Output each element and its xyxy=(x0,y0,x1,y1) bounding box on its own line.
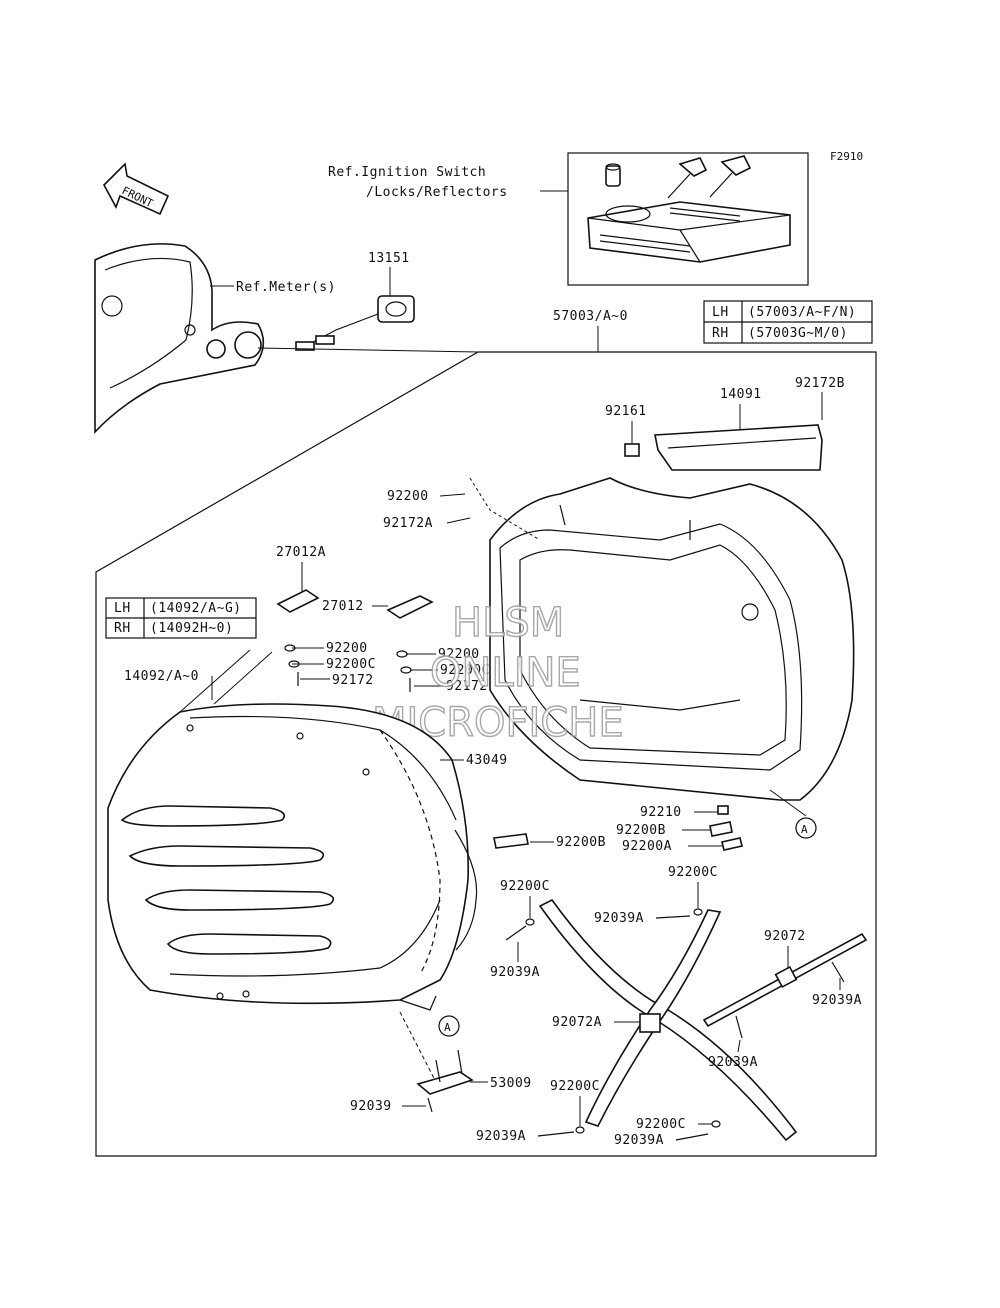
ref-marker-a-right: A xyxy=(795,817,817,839)
front-arrow-icon: FRONT xyxy=(103,162,170,216)
plate-92200B-left xyxy=(493,833,529,849)
part-92039A-5: 92039A xyxy=(476,1129,526,1144)
saddlebag-variant-table: LH (57003/A~F/N) RH (57003G~M/0) xyxy=(703,300,873,344)
nut-92210 xyxy=(717,805,729,815)
part-92200-top: 92200 xyxy=(387,489,429,504)
ref-meter-label: Ref.Meter(s) xyxy=(236,280,336,295)
saddlebag-group-boundary xyxy=(95,351,877,1157)
part-92039A-3: 92039A xyxy=(812,993,862,1008)
saddlebag-body xyxy=(489,477,855,801)
part-92200B-right: 92200B xyxy=(616,823,666,838)
part-92172-a: 92172 xyxy=(332,673,374,688)
plate-92200B-right xyxy=(709,821,733,837)
part-92072A: 92072A xyxy=(552,1015,602,1030)
table1-row2-code: (57003G~M/0) xyxy=(748,326,848,341)
part-53009: 53009 xyxy=(490,1076,532,1091)
part-27012: 27012 xyxy=(322,599,364,614)
seal-43049 xyxy=(454,829,478,951)
key-icon xyxy=(667,157,708,199)
part-92200C-4: 92200C xyxy=(636,1117,686,1132)
part-92039A-4: 92039A xyxy=(708,1055,758,1070)
part-92200-a: 92200 xyxy=(326,641,368,656)
part-27012A: 27012A xyxy=(276,545,326,560)
lock-cylinder-icon xyxy=(605,163,621,187)
part-92039A-2: 92039A xyxy=(594,911,644,926)
part-92200C-b: 92200C xyxy=(440,663,490,678)
table2-row2-code: (14092H~0) xyxy=(150,621,233,636)
key-icon-2 xyxy=(709,155,752,198)
part-92161: 92161 xyxy=(605,404,647,419)
part-92210: 92210 xyxy=(640,805,682,820)
part-14092: 14092/A~0 xyxy=(124,669,199,684)
clip-92161 xyxy=(624,443,640,457)
cover-variant-table: LH (14092/A~G) RH (14092H~0) xyxy=(105,597,257,639)
ignition-reference-box xyxy=(567,152,809,286)
part-92039: 92039 xyxy=(350,1099,392,1114)
part-92172-b: 92172 xyxy=(446,679,488,694)
power-socket xyxy=(295,295,415,351)
part-92200C-3: 92200C xyxy=(550,1079,600,1094)
table2-row2-side: RH xyxy=(114,621,131,636)
strap-92072 xyxy=(702,932,868,1028)
part-92039A-6: 92039A xyxy=(614,1133,664,1148)
part-92039A-1: 92039A xyxy=(490,965,540,980)
part-92072: 92072 xyxy=(764,929,806,944)
part-92200B-left: 92200B xyxy=(556,835,606,850)
plate-27012A xyxy=(276,589,320,613)
part-43049: 43049 xyxy=(466,753,508,768)
part-92200C-1: 92200C xyxy=(500,879,550,894)
strap-92072A xyxy=(538,898,798,1142)
table1-row1-code: (57003/A~F/N) xyxy=(748,305,856,320)
table2-row1-side: LH xyxy=(114,601,131,616)
plate-92200A-right xyxy=(721,837,743,851)
part-13151: 13151 xyxy=(368,251,410,266)
saddlebag-cover xyxy=(107,703,469,1011)
figure-code: F2910 xyxy=(830,150,863,163)
watermark-line2: ONLINE xyxy=(430,650,581,696)
ignition-switch-assembly xyxy=(587,201,791,263)
watermark-line1: HLSM xyxy=(452,600,564,646)
ref-a-right-text: A xyxy=(801,823,808,836)
table1-row2-side: RH xyxy=(712,326,729,341)
part-14091: 14091 xyxy=(720,387,762,402)
part-92200C-2: 92200C xyxy=(668,865,718,880)
lid-hinge-bar xyxy=(654,424,823,471)
part-92200A-right: 92200A xyxy=(622,839,672,854)
part-92200C-a: 92200C xyxy=(326,657,376,672)
ref-a-left-text: A xyxy=(444,1021,451,1034)
table2-row1-code: (14092/A~G) xyxy=(150,601,242,616)
ref-ignition-line1: Ref.Ignition Switch xyxy=(328,165,486,180)
table1-row1-side: LH xyxy=(712,305,729,320)
meter-panel xyxy=(94,243,265,435)
part-92200-b: 92200 xyxy=(438,647,480,662)
watermark: HLSM ONLINE MICROFICHE xyxy=(371,599,624,746)
ref-ignition-line2: /Locks/Reflectors xyxy=(366,185,508,200)
part-57003: 57003/A~0 xyxy=(553,309,628,324)
part-92172A: 92172A xyxy=(383,516,433,531)
ref-marker-a-left: A xyxy=(438,1015,460,1037)
bracket-53009 xyxy=(416,1049,474,1095)
plate-27012 xyxy=(386,595,434,619)
part-92172B: 92172B xyxy=(795,376,845,391)
